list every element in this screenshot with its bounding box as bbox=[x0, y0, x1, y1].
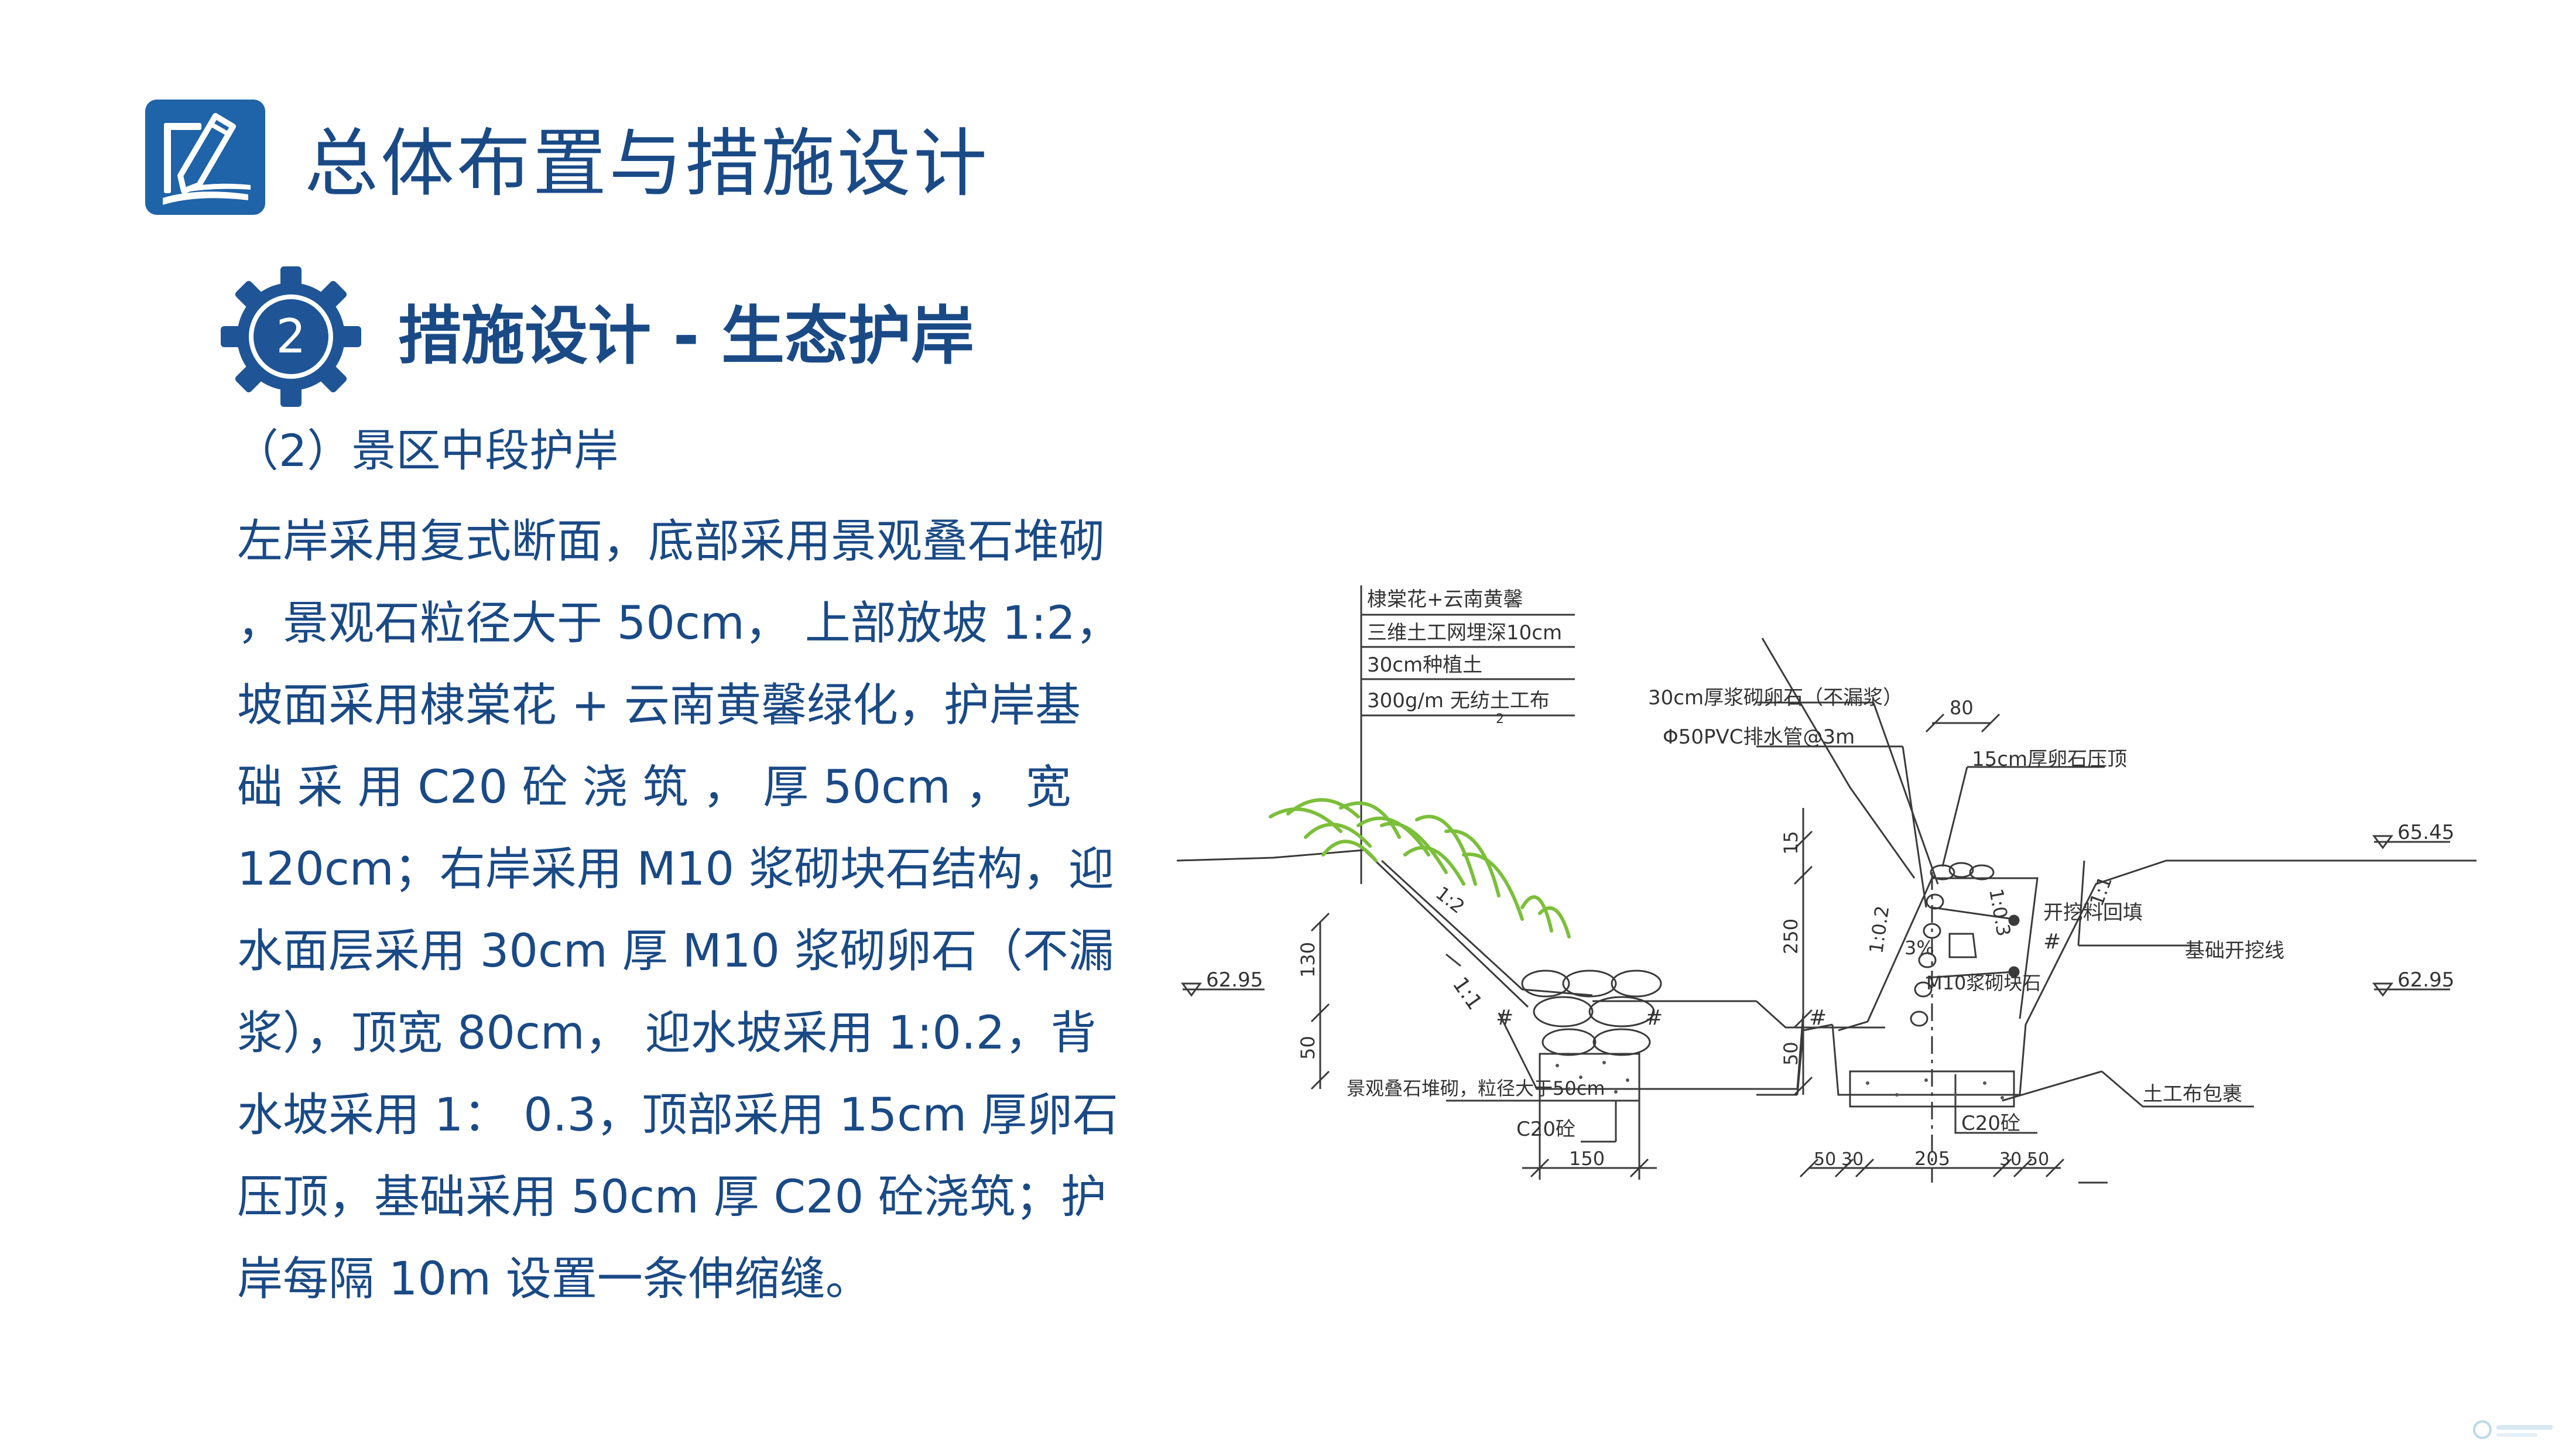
dim-right-50: 50 bbox=[1780, 1042, 1802, 1066]
hash-mark: # bbox=[1496, 1006, 1513, 1030]
dim-b30a: 30 bbox=[1841, 1149, 1864, 1170]
dim-b50a: 50 bbox=[1814, 1149, 1836, 1170]
cross-section-drawing: 棣棠花+云南黄馨 三维土工网埋深10cm 30cm种植土 300g/m 无纺土工… bbox=[1171, 580, 2506, 1188]
label-backfill: 开挖料回填 bbox=[2043, 901, 2143, 924]
label-back-slope: 1:0.3 bbox=[1985, 887, 2015, 938]
description-line: 坡面采用棣棠花 + 云南黄馨绿化，护岸基 bbox=[237, 679, 1081, 732]
description-line: 础 采 用 C20 砼 浇 筑 ， 厚 50cm ， 宽 bbox=[237, 761, 1071, 814]
dim-250: 250 bbox=[1780, 919, 1802, 954]
description-line: 120cm；右岸采用 M10 浆砌块石结构，迎 bbox=[237, 843, 1114, 896]
elevation-left: 62.95 bbox=[1206, 968, 1263, 992]
label-cap: 15cm厚卵石压顶 bbox=[1972, 748, 2127, 771]
label-slope-left: 1:1 bbox=[1448, 973, 1487, 1015]
label-m10: M10浆砌块石 bbox=[1926, 972, 2041, 994]
label-c20-right: C20砼 bbox=[1961, 1112, 2020, 1135]
watermark-logo bbox=[2471, 1416, 2558, 1444]
label-stones: 景观叠石堆砌，粒径大于50cm bbox=[1347, 1077, 1605, 1099]
label-geotextile: 300g/m 无纺土工布 bbox=[1367, 689, 1550, 712]
label-pebble: 30cm厚浆砌卵石（不漏浆） bbox=[1648, 686, 1903, 710]
label-top-width: 80 bbox=[1950, 697, 1974, 719]
label-pvc: Φ50PVC排水管@3m bbox=[1663, 725, 1855, 749]
dim-b50b: 50 bbox=[2027, 1149, 2049, 1170]
description-line: 水面层采用 30cm 厚 M10 浆砌卵石（不漏 bbox=[237, 925, 1114, 978]
section-number: 2 bbox=[276, 309, 306, 364]
description-text: 左岸采用复式断面，底部采用景观叠石堆砌 ，景观石粒径大于 50cm， 上部放坡 … bbox=[237, 501, 1122, 1320]
hash-mark: # bbox=[1645, 1006, 1663, 1030]
dim-b30b: 30 bbox=[1999, 1149, 2022, 1170]
label-front-slope: 1:0.2 bbox=[1865, 905, 1893, 955]
description-line: 左岸采用复式断面，底部采用景观叠石堆砌 bbox=[237, 515, 1105, 568]
hash-mark: # bbox=[2043, 930, 2061, 954]
label-wrap: 土工布包裹 bbox=[2143, 1083, 2242, 1106]
elevation-right-high: 65.45 bbox=[2397, 821, 2454, 844]
elevation-right-low: 62.95 bbox=[2397, 968, 2454, 992]
page-title: 总体布置与措施设计 bbox=[304, 121, 989, 207]
gear-icon bbox=[218, 263, 364, 410]
hash-mark: # bbox=[1809, 1006, 1827, 1030]
description-line: 浆），顶宽 80cm， 迎水坡采用 1:0.2，背 bbox=[237, 1007, 1097, 1060]
label-c20-left: C20砼 bbox=[1516, 1118, 1575, 1141]
description-line: 压顶，基础采用 50cm 厚 C20 砼浇筑；护 bbox=[237, 1171, 1107, 1224]
dim-15: 15 bbox=[1780, 831, 1802, 855]
label-percent: 3% bbox=[1904, 937, 1934, 959]
pencil-edit-icon bbox=[145, 100, 265, 215]
description-line: 水坡采用 1： 0.3，顶部采用 15cm 厚卵石 bbox=[237, 1089, 1118, 1142]
label-net: 三维土工网埋深10cm bbox=[1367, 621, 1562, 645]
section-title: 措施设计 - 生态护岸 bbox=[398, 300, 975, 373]
label-excavation: 基础开挖线 bbox=[2185, 939, 2284, 962]
cross-section-svg: 棣棠花+云南黄馨 三维土工网埋深10cm 30cm种植土 300g/m 无纺土工… bbox=[1176, 585, 2476, 1184]
label-plants: 棣棠花+云南黄馨 bbox=[1367, 588, 1523, 611]
description-line: ，景观石粒径大于 50cm， 上部放坡 1:2， bbox=[237, 597, 1122, 650]
dim-150: 150 bbox=[1569, 1147, 1605, 1170]
subsection-title: （2）景区中段护岸 bbox=[234, 424, 619, 477]
label-soil: 30cm种植土 bbox=[1367, 653, 1482, 677]
dim-205: 205 bbox=[1914, 1147, 1950, 1170]
description-line: 岸每隔 10m 设置一条伸缩缝。 bbox=[237, 1253, 871, 1306]
dim-left-50: 50 bbox=[1297, 1036, 1319, 1060]
label-geotextile-sup: 2 bbox=[1496, 712, 1504, 727]
dim-130: 130 bbox=[1297, 942, 1319, 978]
